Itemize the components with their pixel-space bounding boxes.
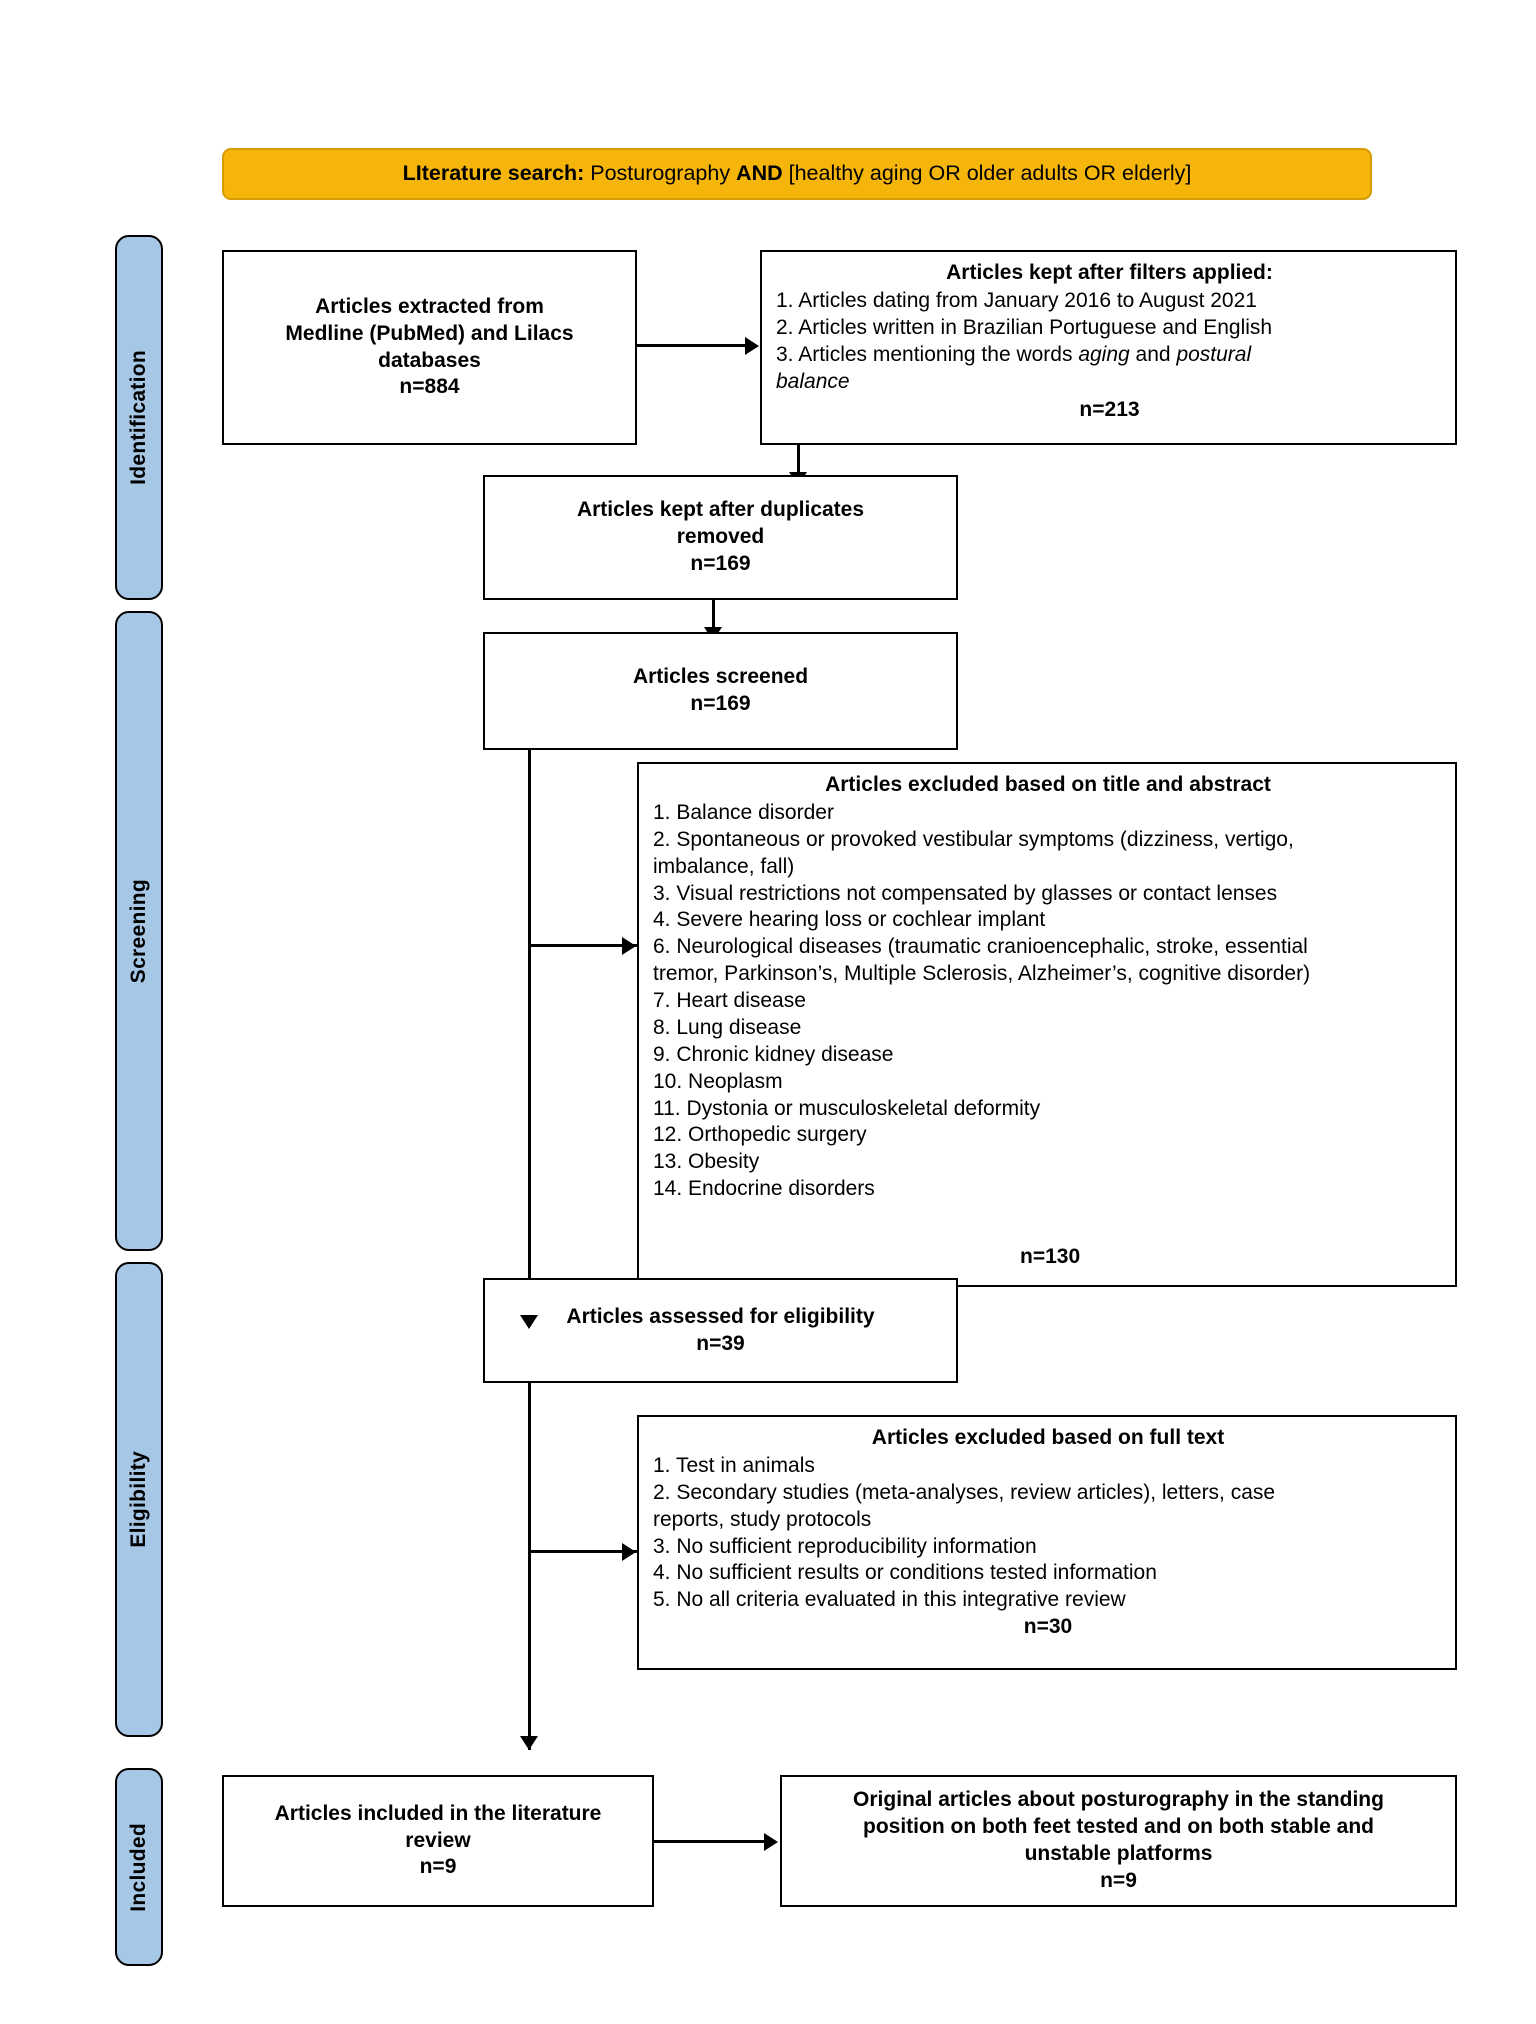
filters-title: Articles kept after filters applied: — [946, 261, 1273, 284]
filters-item-3-mid: and — [1129, 342, 1177, 366]
stage-label-included: Included — [127, 1822, 150, 1912]
excluded-ta-count: n=130 — [1020, 1245, 1081, 1268]
stage-label-screening: Screening — [127, 878, 150, 984]
original-line-2: position on both feet tested and on both… — [863, 1815, 1374, 1839]
box-duplicates-removed: Articles kept after duplicates removed n… — [483, 475, 958, 600]
excluded-ta-item-3: 3. Visual restrictions not compensated b… — [653, 881, 1278, 905]
filters-item-3: 3. Articles mentioning the words aging a… — [776, 342, 1443, 369]
excluded-ft-item-1: 1. Test in animals — [653, 1453, 815, 1477]
extracted-line-3: databases — [378, 348, 481, 372]
excluded-ta-item-4: 4. Severe hearing loss or cochlear impla… — [653, 908, 1046, 932]
excluded-ta-item-12: 12. Orthopedic surgery — [653, 1123, 867, 1147]
arrowhead-spine-to-excluded-full-text — [622, 1543, 636, 1561]
excluded-ta-item-14: 14. Endocrine disorders — [653, 1177, 875, 1201]
connector-extracted-to-filters — [637, 344, 747, 347]
box-articles-kept-filters: Articles kept after filters applied: 1. … — [760, 250, 1457, 445]
stage-bar-screening: Screening — [115, 611, 163, 1251]
original-count: n=9 — [1100, 1868, 1137, 1892]
banner-query: Posturography — [584, 161, 737, 186]
stage-bar-included: Included — [115, 1768, 163, 1966]
filters-item-3-cont: balance — [776, 369, 1443, 396]
connector-spine-to-excluded-full-text — [528, 1550, 638, 1553]
stage-bar-eligibility: Eligibility — [115, 1262, 163, 1737]
filters-item-1: 1. Articles dating from January 2016 to … — [776, 288, 1257, 312]
excluded-ft-item-2-cont: reports, study protocols — [653, 1507, 872, 1531]
excluded-ta-item-6: 6. Neurological diseases (traumatic cran… — [653, 935, 1308, 959]
filters-item-3-em-balance: balance — [776, 369, 850, 393]
connector-filters-to-duplicates — [797, 445, 800, 487]
stage-bar-identification: Identification — [115, 235, 163, 600]
extracted-line-2: Medline (PubMed) and Lilacs — [285, 321, 574, 345]
screened-line-1: Articles screened — [632, 665, 809, 689]
filters-item-3-em-postural: postural — [1176, 342, 1252, 366]
excluded-ta-item-11: 11. Dystonia or musculoskeletal deformit… — [653, 1096, 1041, 1120]
literature-search-banner: LIterature search: Posturography AND [he… — [222, 148, 1372, 200]
excluded-ta-item-8: 8. Lung disease — [653, 1015, 802, 1039]
box-included-literature-review: Articles included in the literature revi… — [222, 1775, 654, 1907]
stage-label-eligibility: Eligibility — [127, 1451, 150, 1548]
excluded-ta-item-7: 7. Heart disease — [653, 989, 806, 1012]
filters-item-2: 2. Articles written in Brazilian Portugu… — [776, 315, 1273, 339]
connector-included-to-original — [654, 1840, 769, 1843]
excluded-ft-title: Articles excluded based on full text — [871, 1426, 1225, 1449]
connector-spine-to-excluded-title-abstract — [528, 944, 638, 947]
excluded-ta-item-1: 1. Balance disorder — [653, 800, 834, 824]
extracted-count: n=884 — [399, 375, 460, 399]
excluded-ta-item-13: 13. Obesity — [653, 1150, 760, 1174]
excluded-ft-item-2: 2. Secondary studies (meta-analyses, rev… — [653, 1480, 1276, 1504]
excluded-ft-count: n=30 — [1023, 1615, 1073, 1639]
arrowhead-spine-to-excluded-title-abstract — [622, 937, 636, 955]
excluded-ta-item-6-cont: tremor, Parkinson’s, Multiple Sclerosis,… — [653, 962, 1311, 986]
banner-operator: AND — [736, 161, 783, 186]
excluded-ta-item-2: 2. Spontaneous or provoked vestibular sy… — [653, 827, 1294, 851]
box-excluded-full-text: Articles excluded based on full text 1. … — [637, 1415, 1457, 1670]
connector-main-spine — [528, 750, 531, 1750]
connector-duplicates-to-screened — [712, 600, 715, 642]
excluded-ta-title: Articles excluded based on title and abs… — [825, 773, 1271, 796]
included-line-1: Articles included in the literature — [274, 1801, 602, 1825]
stage-label-identification: Identification — [127, 350, 150, 485]
filters-item-3-em-aging: aging — [1078, 342, 1130, 366]
excluded-ft-item-4: 4. No sufficient results or conditions t… — [653, 1561, 1157, 1585]
excluded-ft-item-5: 5. No all criteria evaluated in this int… — [653, 1588, 1126, 1612]
duplicates-count: n=169 — [690, 551, 751, 575]
eligibility-count: n=39 — [696, 1331, 745, 1355]
banner-text: LIterature search: Posturography AND [he… — [403, 161, 1192, 187]
included-count: n=9 — [419, 1855, 457, 1879]
included-line-2: review — [405, 1828, 471, 1852]
arrowhead-spine-to-eligibility — [520, 1315, 538, 1329]
box-articles-screened: Articles screened n=169 — [483, 632, 958, 750]
original-line-1: Original articles about posturography in… — [853, 1788, 1384, 1812]
banner-label: LIterature search: — [402, 161, 585, 186]
eligibility-line-1: Articles assessed for eligibility — [566, 1304, 875, 1328]
filters-item-3-pre: 3. Articles mentioning the words — [776, 342, 1079, 366]
box-excluded-title-abstract: Articles excluded based on title and abs… — [637, 762, 1457, 1287]
duplicates-line-2: removed — [676, 525, 765, 549]
original-line-3: unstable platforms — [1024, 1842, 1213, 1865]
excluded-ta-item-2-cont: imbalance, fall) — [653, 854, 795, 878]
screened-count: n=169 — [690, 692, 751, 715]
duplicates-line-1: Articles kept after duplicates — [576, 498, 865, 522]
excluded-ft-item-3: 3. No sufficient reproducibility informa… — [653, 1534, 1037, 1558]
box-assessed-for-eligibility: Articles assessed for eligibility n=39 — [483, 1278, 958, 1383]
box-original-articles: Original articles about posturography in… — [780, 1775, 1457, 1907]
banner-terms: [healthy aging OR older adults OR elderl… — [782, 161, 1192, 186]
excluded-ta-item-9: 9. Chronic kidney disease — [653, 1042, 894, 1066]
arrowhead-spine-to-included — [520, 1736, 538, 1750]
filters-count: n=213 — [1079, 398, 1140, 422]
extracted-line-1: Articles extracted from — [315, 294, 544, 318]
arrowhead-included-to-original — [764, 1833, 778, 1851]
excluded-ta-item-10: 10. Neoplasm — [653, 1069, 783, 1093]
arrowhead-extracted-to-filters — [745, 337, 759, 355]
box-articles-extracted: Articles extracted from Medline (PubMed)… — [222, 250, 637, 445]
